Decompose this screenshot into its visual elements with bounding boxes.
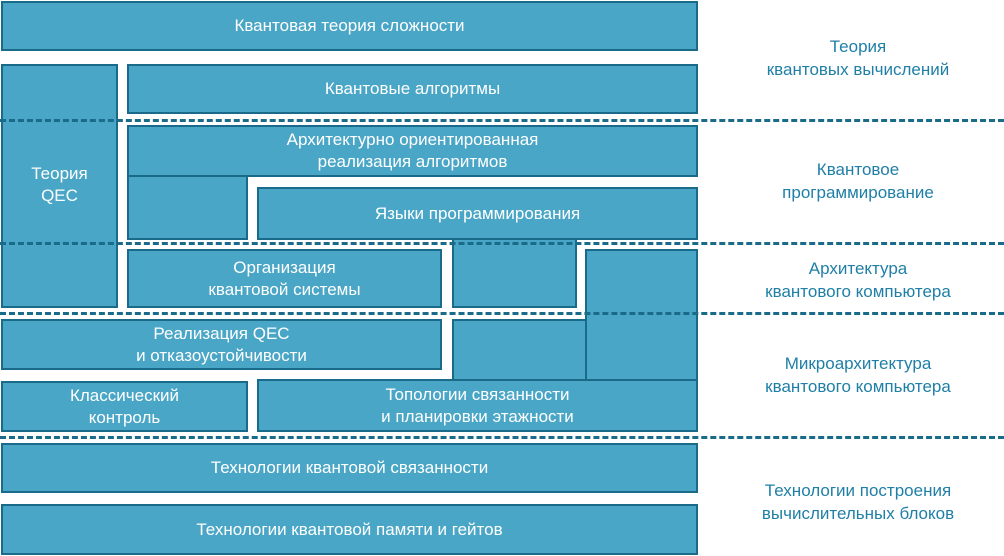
block-connectivity-technologies (1, 443, 698, 493)
block-qec-implementation (1, 319, 442, 370)
label-system-organization: Организация квантовой системы (208, 257, 361, 299)
layer-separator (0, 312, 1004, 315)
layer-label-microarchitecture: Микроархитектура квантового компьютера (765, 354, 951, 396)
block-arch-aware-implementation (127, 125, 698, 177)
layer-separator (0, 436, 1004, 439)
label-programming-languages: Языки программирования (374, 203, 581, 223)
label-classical-control: Классический контроль (69, 385, 179, 427)
block-quantum-algorithms (127, 64, 698, 114)
label-topologies: Топологии связанности и планировки этажн… (381, 384, 574, 426)
label-complexity-theory: Квантовая теория сложности (234, 16, 465, 35)
block-programming-filler (127, 175, 248, 240)
block-topologies (257, 379, 698, 432)
label-qec-implementation: Реализация QEC и отказоустойчивости (136, 323, 307, 365)
layer-label-technologies: Технологии построения вычислительных бло… (761, 481, 955, 523)
layer-separator (0, 242, 1004, 245)
label-memory-gate-technologies: Технологии квантовой памяти и гейтов (196, 519, 503, 539)
label-quantum-algorithms: Квантовые алгоритмы (324, 79, 501, 98)
layer-label-theory: Теория квантовых вычислений (766, 37, 950, 79)
label-qec-theory: Теория QEC (31, 164, 88, 205)
block-architecture-filler-right (585, 249, 698, 381)
block-classical-control (1, 381, 248, 432)
label-connectivity-technologies: Технологии квантовой связанности (210, 458, 489, 477)
block-qec-theory (1, 64, 118, 308)
block-micro-filler (452, 319, 587, 381)
layer-label-programming: Квантовое программирование (782, 160, 934, 202)
block-complexity-theory (1, 1, 698, 51)
block-architecture-filler (452, 238, 577, 308)
block-system-organization (127, 249, 442, 308)
layer-label-architecture: Архитектура квантового компьютера (765, 259, 951, 301)
block-memory-gate-technologies (1, 504, 698, 555)
layer-separator (0, 119, 1004, 122)
label-arch-aware-implementation: Архитектурно ориентированная реализация … (286, 130, 539, 171)
